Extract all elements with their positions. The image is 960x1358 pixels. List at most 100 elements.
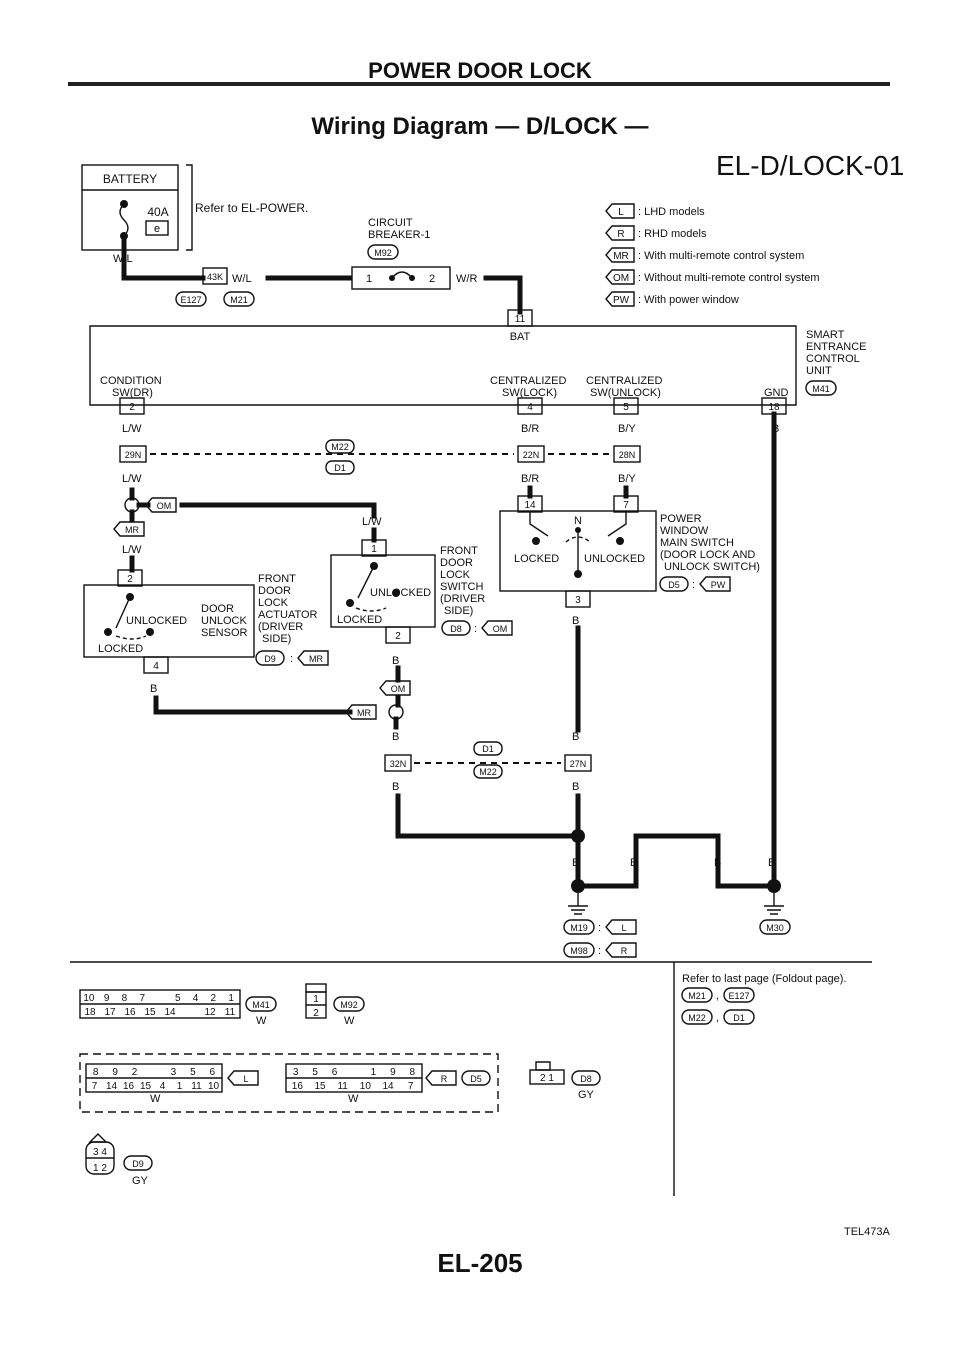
svg-text:MAIN SWITCH: MAIN SWITCH <box>660 537 734 549</box>
svg-text:SIDE): SIDE) <box>262 633 291 645</box>
svg-text:(DOOR LOCK AND: (DOOR LOCK AND <box>660 549 755 561</box>
svg-text:LOCKED: LOCKED <box>98 643 143 655</box>
svg-text:: Without multi-remote control: : Without multi-remote control system <box>638 272 820 284</box>
svg-text:CONTROL: CONTROL <box>806 353 860 365</box>
connector-m92-view: 1 2 <box>305 983 327 1019</box>
connector-pin: 14 <box>164 1007 176 1018</box>
svg-text:7: 7 <box>623 500 629 511</box>
svg-text:ENTRANCE: ENTRANCE <box>806 341 867 353</box>
svg-text:5: 5 <box>623 402 629 413</box>
svg-text:M21: M21 <box>230 295 248 305</box>
svg-text:(DRIVER: (DRIVER <box>258 621 303 633</box>
svg-text:M98: M98 <box>570 946 588 956</box>
svg-text:B: B <box>392 781 399 793</box>
svg-text:B/Y: B/Y <box>618 473 636 485</box>
svg-text:1: 1 <box>371 544 377 555</box>
svg-text:32N: 32N <box>390 759 407 769</box>
svg-text:3: 3 <box>575 595 581 606</box>
svg-text:B/Y: B/Y <box>618 423 636 435</box>
connector-pin: 6 <box>210 1067 216 1078</box>
connector-pin: 12 <box>204 1007 216 1018</box>
svg-text:M22: M22 <box>479 767 497 777</box>
svg-text:L: L <box>621 923 626 933</box>
svg-text:29N: 29N <box>125 450 142 460</box>
svg-text:1: 1 <box>313 994 319 1005</box>
fuse-id: e <box>154 223 160 235</box>
svg-text:GY: GY <box>578 1089 595 1101</box>
diagram-title: Wiring Diagram — D/LOCK — <box>311 113 649 140</box>
svg-text:B: B <box>392 731 399 743</box>
svg-text:(DRIVER: (DRIVER <box>440 593 485 605</box>
svg-text:B/R: B/R <box>521 473 539 485</box>
svg-text:W/R: W/R <box>456 273 477 285</box>
svg-text:B: B <box>572 615 579 627</box>
svg-text:CIRCUIT: CIRCUIT <box>368 217 413 229</box>
door-lock-actuator <box>83 584 255 658</box>
connector-pin: 7 <box>139 993 145 1004</box>
svg-text:B: B <box>150 683 157 695</box>
svg-text:SW(DR): SW(DR) <box>112 387 153 399</box>
svg-text:W: W <box>150 1093 161 1105</box>
svg-text:N: N <box>574 515 582 527</box>
svg-text:2 1: 2 1 <box>540 1073 554 1084</box>
connector-pin: 15 <box>314 1081 326 1092</box>
svg-text:OM: OM <box>493 624 508 634</box>
svg-text:WINDOW: WINDOW <box>660 525 709 537</box>
svg-text:SW(UNLOCK): SW(UNLOCK) <box>590 387 661 399</box>
svg-text:B: B <box>630 857 637 869</box>
svg-text:22N: 22N <box>523 450 540 460</box>
connector-pin: 8 <box>93 1067 99 1078</box>
svg-text:E127: E127 <box>180 295 201 305</box>
diagram-code: EL-D/LOCK-01 <box>716 150 905 181</box>
svg-text:PW: PW <box>613 295 630 306</box>
svg-text:W/L: W/L <box>232 273 252 285</box>
svg-text:SIDE): SIDE) <box>444 605 473 617</box>
svg-text:OM: OM <box>157 501 172 511</box>
svg-text:SW(LOCK): SW(LOCK) <box>502 387 557 399</box>
svg-text:L: L <box>243 1074 248 1084</box>
svg-text:L/W: L/W <box>122 544 142 556</box>
connector-pin: 16 <box>123 1081 135 1092</box>
svg-text:R: R <box>441 1074 448 1084</box>
door-lock-switch <box>330 554 436 628</box>
svg-text:SMART: SMART <box>806 329 845 341</box>
svg-text:CONDITION: CONDITION <box>100 375 162 387</box>
svg-text:POWER: POWER <box>660 513 702 525</box>
svg-text:W: W <box>256 1015 267 1027</box>
legend: L : LHD models R : RHD models MR : With … <box>605 203 820 307</box>
connector-pin: 9 <box>390 1067 396 1078</box>
svg-text:4: 4 <box>153 661 159 672</box>
page-number: EL-205 <box>437 1248 523 1278</box>
svg-text:M22: M22 <box>688 1013 706 1023</box>
svg-text:D1: D1 <box>733 1013 745 1023</box>
svg-text:L/W: L/W <box>122 423 142 435</box>
svg-text:UNIT: UNIT <box>806 365 832 377</box>
svg-text:ACTUATOR: ACTUATOR <box>258 609 318 621</box>
svg-text:3 4: 3 4 <box>93 1147 107 1158</box>
connector-pin: 11 <box>191 1081 202 1092</box>
svg-text:,: , <box>716 1012 719 1024</box>
battery-label: BATTERY <box>103 172 157 186</box>
svg-text:LOCKED: LOCKED <box>337 614 382 626</box>
connector-d8-view: 2 1 <box>529 1061 565 1085</box>
connector-pin: 3 <box>293 1067 299 1078</box>
svg-text:FRONT: FRONT <box>258 573 296 585</box>
svg-text:28N: 28N <box>619 450 636 460</box>
svg-text:MR: MR <box>125 525 139 535</box>
ground-icon <box>568 893 588 915</box>
svg-text:M92: M92 <box>340 1000 358 1010</box>
svg-text:CENTRALIZED: CENTRALIZED <box>490 375 566 387</box>
ground-icon <box>764 893 784 915</box>
svg-text:W: W <box>348 1093 359 1105</box>
connector-pin: 1 <box>177 1081 183 1092</box>
connector-pin: 6 <box>332 1067 338 1078</box>
connector-d9-view: 3 4 1 2 <box>85 1133 115 1175</box>
connector-pin: 2 <box>132 1067 138 1078</box>
connector-pin: 17 <box>104 1007 116 1018</box>
connector-pin: 7 <box>92 1081 98 1092</box>
svg-text:M21: M21 <box>688 991 706 1001</box>
connector-pin: 8 <box>122 993 128 1004</box>
svg-text:R: R <box>621 946 628 956</box>
connector-pin: 15 <box>140 1081 152 1092</box>
